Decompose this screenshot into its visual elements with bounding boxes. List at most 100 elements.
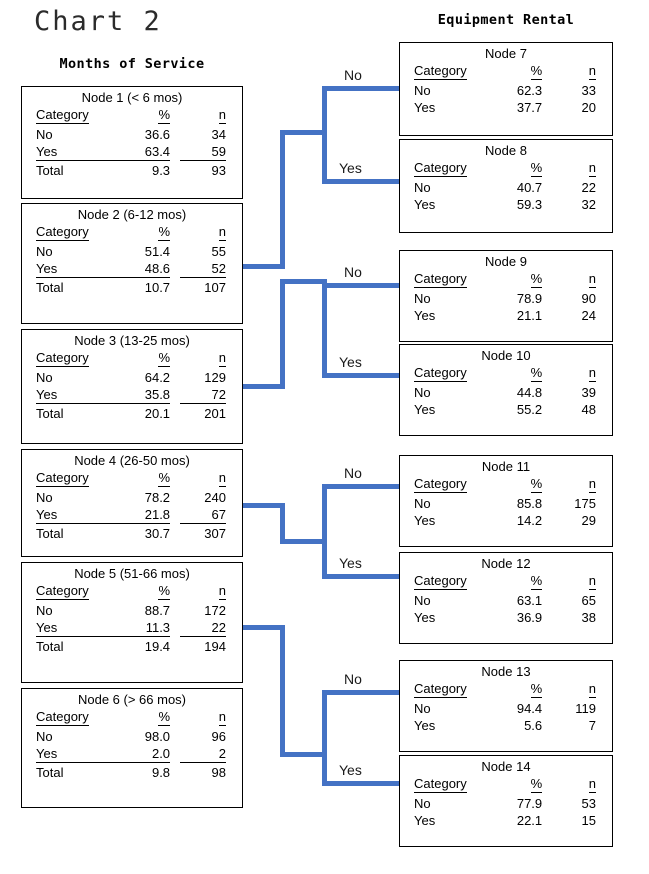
column-header-percent: %: [158, 583, 171, 600]
cell-percent: 55.2: [516, 402, 543, 417]
cell-n: 29: [581, 513, 596, 528]
cell-percent: 22.1: [516, 813, 543, 828]
connector-group-4-source-horizontal: [243, 624, 285, 630]
connector-group-2-arm-yes: [322, 372, 399, 378]
branch-label-yes-2: Yes: [339, 354, 362, 370]
cell-percent: 37.7: [516, 100, 543, 115]
node-title: Node 7: [485, 46, 527, 61]
cell-category: Yes: [22, 506, 116, 525]
cell-category: Yes: [414, 308, 436, 323]
column-header-n: n: [588, 573, 596, 590]
cell-percent: 30.7: [144, 526, 171, 541]
cell-n: 38: [581, 610, 596, 625]
cell-n: 39: [581, 385, 596, 400]
cell-category: Yes: [22, 619, 116, 638]
cell-percent: 59.3: [516, 197, 543, 212]
cell-n: 65: [581, 593, 596, 608]
table-header-row: Category%n: [400, 62, 612, 82]
connector-group-1-arm-no: [322, 85, 399, 91]
cell-category: No: [414, 593, 431, 608]
connector-group-3-arm-yes: [322, 573, 399, 579]
cell-percent: 51.4: [144, 244, 171, 259]
cell-percent: 88.7: [144, 603, 171, 618]
column-header-n: n: [588, 681, 596, 698]
connector-group-3-splitter-vertical: [322, 483, 327, 579]
page-title: Chart 2: [34, 6, 162, 37]
column-header-category: Category: [414, 160, 467, 177]
column-header-percent: %: [530, 476, 543, 493]
cell-n: 52: [180, 260, 242, 279]
cell-n: 90: [581, 291, 596, 306]
cell-percent: 9.3: [151, 163, 171, 178]
cell-category: No: [36, 729, 53, 744]
cell-n: 48: [581, 402, 596, 417]
cell-category: No: [414, 385, 431, 400]
connector-group-2-source-horizontal: [243, 383, 285, 389]
column-header-n: n: [218, 709, 226, 726]
cell-percent: 85.8: [516, 496, 543, 511]
cell-percent: 64.2: [144, 370, 171, 385]
cell-category: Total: [36, 526, 64, 541]
cell-category: No: [414, 291, 431, 306]
column-header-n: n: [588, 476, 596, 493]
cell-percent: 77.9: [516, 796, 543, 811]
column-header-percent: %: [158, 224, 171, 241]
column-header-n: n: [218, 350, 226, 367]
cell-n: 72: [180, 386, 242, 405]
cell-category: Yes: [414, 610, 436, 625]
connector-group-4-arm-no: [322, 689, 399, 695]
branch-label-yes-3: Yes: [339, 555, 362, 571]
connector-group-3-source-horizontal: [243, 502, 285, 508]
column-header-percent: %: [158, 709, 171, 726]
column-header-n: n: [218, 224, 226, 241]
cell-n: 24: [581, 308, 596, 323]
table-header-row: Category%n: [22, 106, 242, 126]
column-header-category: Category: [36, 107, 89, 124]
cell-category: Yes: [414, 100, 436, 115]
column-header-category: Category: [36, 224, 89, 241]
cell-category: Yes: [414, 513, 436, 528]
column-header-category: Category: [36, 709, 89, 726]
cell-category: No: [36, 370, 53, 385]
column-header-category: Category: [36, 583, 89, 600]
table-header-row: Category%n: [400, 159, 612, 179]
connector-group-2-hub-horizontal: [280, 278, 327, 284]
branch-label-no-2: No: [344, 264, 362, 280]
cell-percent: 48.6: [115, 260, 180, 279]
cell-category: Yes: [414, 813, 436, 828]
cell-percent: 14.2: [516, 513, 543, 528]
node-title: Node 11: [481, 459, 531, 474]
node-title: Node 8: [485, 143, 527, 158]
cell-category: No: [414, 701, 431, 716]
node-title: Node 4 (26-50 mos): [74, 453, 190, 468]
table-header-row: Category%n: [22, 469, 242, 489]
